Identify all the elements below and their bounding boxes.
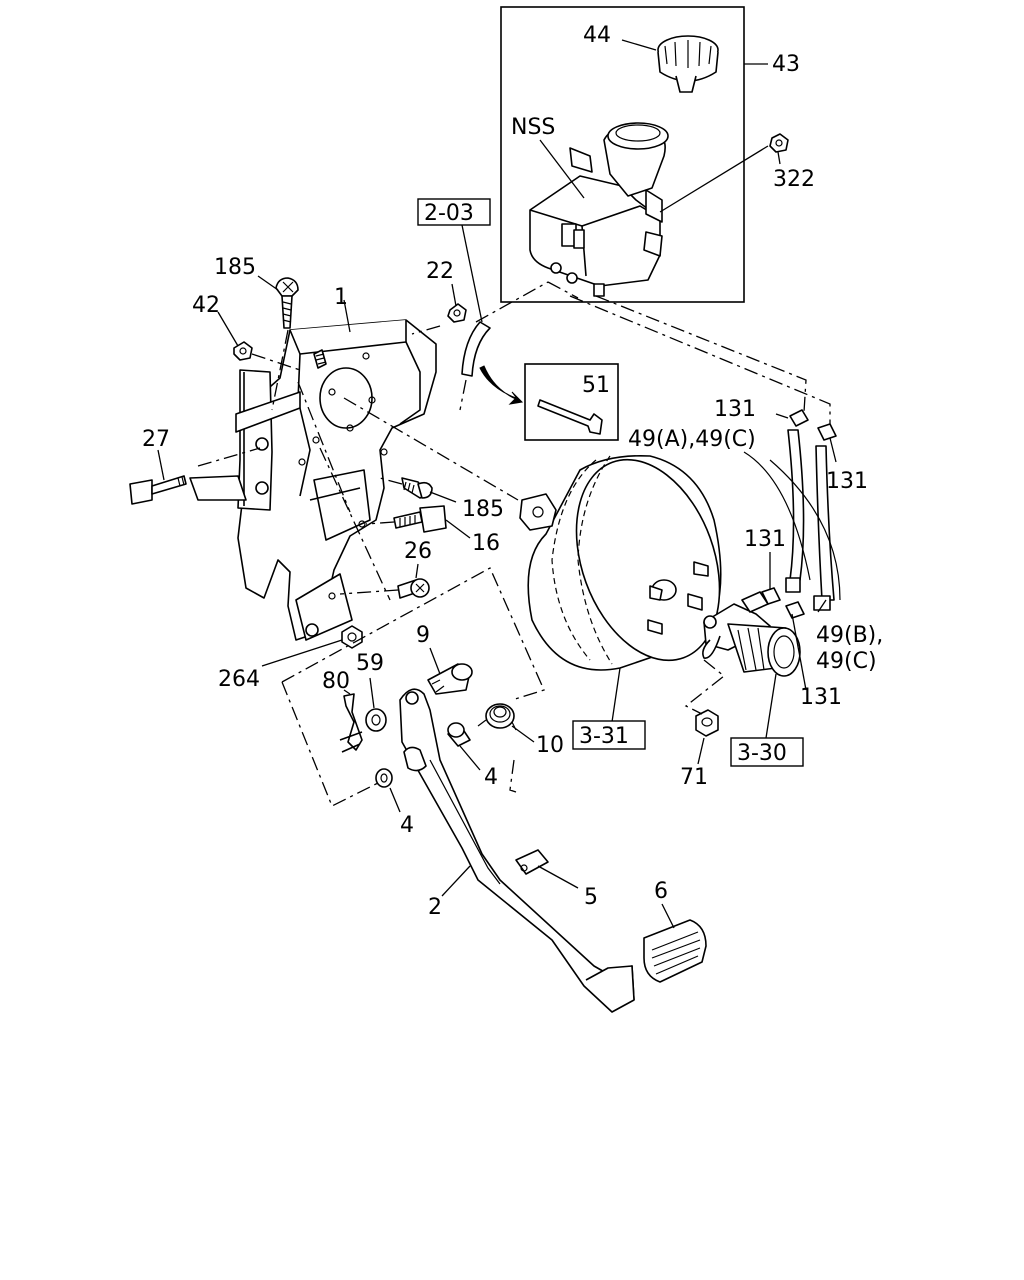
spring-10 (477, 703, 517, 731)
callout-2: 2 (428, 895, 442, 920)
callout-80: 80 (322, 669, 350, 694)
bolt-322 (769, 133, 789, 153)
reference-3-30-label[interactable]: 3-30 (737, 741, 787, 766)
reference-2-03-label[interactable]: 2-03 (424, 201, 474, 226)
pin-9 (427, 663, 473, 695)
callout-49b-49c-line2: 49(C) (816, 649, 877, 674)
callout-185-lower: 185 (462, 497, 504, 522)
clip-80 (339, 693, 363, 753)
hose-clamp-131-top-left (789, 409, 809, 427)
nut-42 (233, 341, 253, 361)
bushing-4-lower (375, 768, 393, 788)
hose-49a (785, 429, 805, 593)
bushing-4-upper (447, 722, 471, 747)
callout-9: 9 (416, 623, 430, 648)
pedal-pad-6 (643, 919, 707, 983)
callout-10: 10 (536, 733, 564, 758)
callout-1: 1 (334, 285, 348, 310)
washer-59 (365, 708, 387, 732)
callout-4-lower: 4 (400, 813, 414, 838)
reference-box-3-30[interactable] (730, 737, 804, 767)
callout-4-upper: 4 (484, 765, 498, 790)
callout-26: 26 (404, 539, 432, 564)
bolt-26 (397, 578, 430, 599)
hose-clamp-131-top-right (817, 423, 837, 441)
callout-131-lower: 131 (800, 685, 842, 710)
callout-71: 71 (680, 765, 708, 790)
callout-49b-49c-line1: 49(B), (816, 623, 883, 648)
reference-box-3-31[interactable] (572, 720, 646, 750)
nut-264 (341, 625, 363, 649)
callout-nss: NSS (511, 115, 555, 140)
callout-27: 27 (142, 427, 170, 452)
callout-44: 44 (583, 23, 611, 48)
callout-322: 322 (773, 167, 815, 192)
reservoir-body (529, 122, 669, 297)
callout-16: 16 (472, 531, 500, 556)
pedal-parts-frame (281, 567, 545, 807)
callout-185-upper: 185 (214, 255, 256, 280)
hose-clamp-131-lower (785, 601, 805, 619)
callout-5: 5 (584, 885, 598, 910)
callout-264: 264 (218, 667, 260, 692)
callout-43: 43 (772, 52, 800, 77)
bolt-185-upper (275, 277, 299, 329)
callout-131-top-left: 131 (714, 397, 756, 422)
callout-42: 42 (192, 293, 220, 318)
callout-59: 59 (356, 651, 384, 676)
brake-booster (519, 454, 722, 671)
callout-49a-49c: 49(A),49(C) (628, 427, 756, 452)
callout-22: 22 (426, 259, 454, 284)
nut-22 (447, 303, 467, 323)
nut-71 (695, 709, 719, 737)
callout-51: 51 (582, 373, 610, 398)
reservoir-cap-44 (657, 35, 719, 93)
reference-box-2-03[interactable] (417, 198, 491, 226)
switch-16 (393, 505, 447, 533)
hose-arrow (479, 365, 524, 405)
hose-49b (813, 445, 835, 611)
bolt-185-lower (401, 477, 433, 499)
hose-to-reservoir (461, 321, 491, 377)
master-cylinder (702, 591, 801, 677)
pedal-arm-2 (399, 688, 635, 1013)
tie-inset-box (524, 363, 619, 441)
cable-tie-51 (537, 399, 603, 435)
reservoir-inset-box (500, 6, 745, 303)
callout-131-mid: 131 (744, 527, 786, 552)
callout-6: 6 (654, 879, 668, 904)
pin-27 (129, 475, 187, 505)
reference-3-31-label[interactable]: 3-31 (579, 724, 629, 749)
callout-131-top-right: 131 (826, 469, 868, 494)
pedal-bracket-1 (189, 319, 437, 641)
clamp-5 (515, 849, 549, 875)
